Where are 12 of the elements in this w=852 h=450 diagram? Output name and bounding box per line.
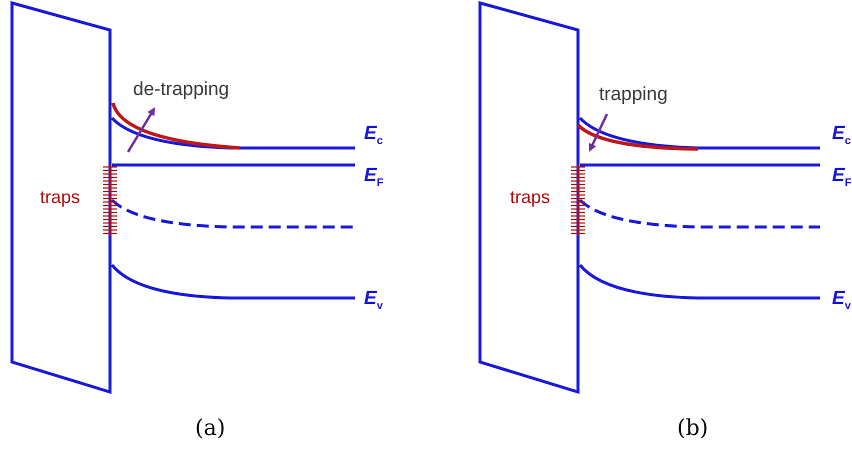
process-label: de-trapping (133, 80, 230, 99)
process-label: trapping (599, 85, 668, 104)
energy-level-label: E$_{v}$ (364, 289, 383, 312)
traps-label: traps (40, 188, 80, 206)
energy-level-label: E$_{c}$ (364, 124, 383, 147)
energy-level-label: E$_{F}$ (832, 166, 852, 189)
panel-caption: (a) (195, 418, 226, 440)
traps-label: traps (510, 188, 550, 206)
energy-level-label: E$_{F}$ (364, 166, 384, 189)
energy-level-label: E$_{v}$ (832, 289, 851, 312)
panel-caption: (b) (677, 418, 708, 440)
energy-level-label: E$_{c}$ (832, 124, 851, 147)
